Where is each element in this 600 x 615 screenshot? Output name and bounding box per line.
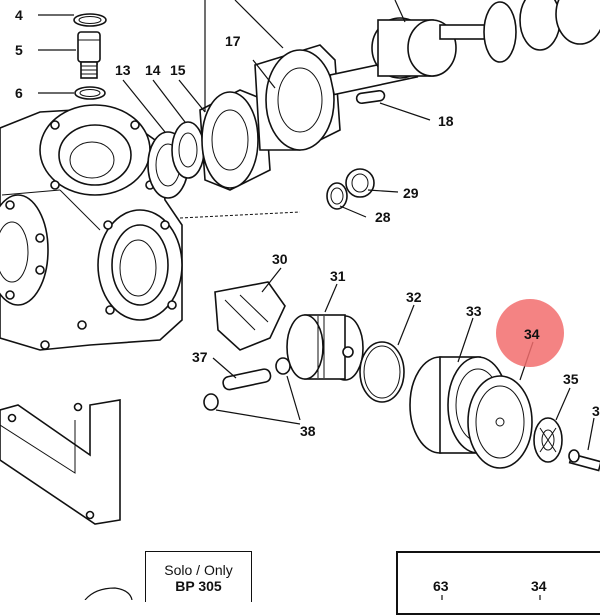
part-29-plug bbox=[345, 168, 375, 198]
part-18-key bbox=[355, 89, 386, 105]
note-line-1: Solo / Only bbox=[164, 562, 233, 578]
callout-15: 15 bbox=[170, 62, 186, 78]
callout-34: 34 bbox=[524, 326, 540, 342]
partial-part-sketch bbox=[84, 587, 133, 601]
callout-6: 6 bbox=[15, 85, 23, 101]
part-14-bearing bbox=[171, 121, 205, 179]
part-34-diaphragm bbox=[467, 375, 533, 469]
part-5-fitting bbox=[77, 31, 101, 79]
part-15-flange bbox=[199, 89, 271, 191]
callout-18: 18 bbox=[438, 113, 454, 129]
part-17-shaft-assembly bbox=[254, 0, 600, 151]
callout-13: 13 bbox=[115, 62, 131, 78]
note-line-2: BP 305 bbox=[175, 578, 222, 594]
callout-33: 33 bbox=[466, 303, 482, 319]
part-31-piston bbox=[286, 314, 364, 381]
callout-30: 30 bbox=[272, 251, 288, 267]
callout-32: 32 bbox=[406, 289, 422, 305]
part-6-oring bbox=[74, 86, 106, 100]
callout-4: 4 bbox=[15, 7, 23, 23]
highlight-circle bbox=[496, 299, 564, 367]
part-4-oring bbox=[73, 13, 107, 27]
callout-31: 31 bbox=[330, 268, 346, 284]
part-38-clips bbox=[203, 357, 291, 411]
callout-29: 29 bbox=[403, 185, 419, 201]
diagram-canvas: 4 5 6 13 14 15 17 18 28 29 30 31 32 33 3… bbox=[0, 0, 600, 601]
part-37-pin bbox=[222, 368, 272, 391]
part-30-bracket bbox=[214, 281, 286, 351]
callout-35: 35 bbox=[563, 371, 579, 387]
callout-3-partial: 3 bbox=[592, 403, 600, 419]
part-28-washer bbox=[326, 182, 348, 210]
callout-5: 5 bbox=[15, 42, 23, 58]
part-35-plate bbox=[533, 417, 563, 463]
gearbox-housing bbox=[0, 104, 183, 351]
callout-38: 38 bbox=[300, 423, 316, 439]
callout-37: 37 bbox=[192, 349, 208, 365]
variant-note-box: Solo / Only BP 305 bbox=[145, 551, 252, 602]
callout-17: 17 bbox=[225, 33, 241, 49]
callout-14: 14 bbox=[145, 62, 161, 78]
inset-frame bbox=[396, 551, 600, 615]
mounting-bracket bbox=[0, 399, 121, 525]
bolt bbox=[568, 449, 600, 472]
callout-28: 28 bbox=[375, 209, 391, 225]
part-32-ring bbox=[359, 341, 405, 403]
